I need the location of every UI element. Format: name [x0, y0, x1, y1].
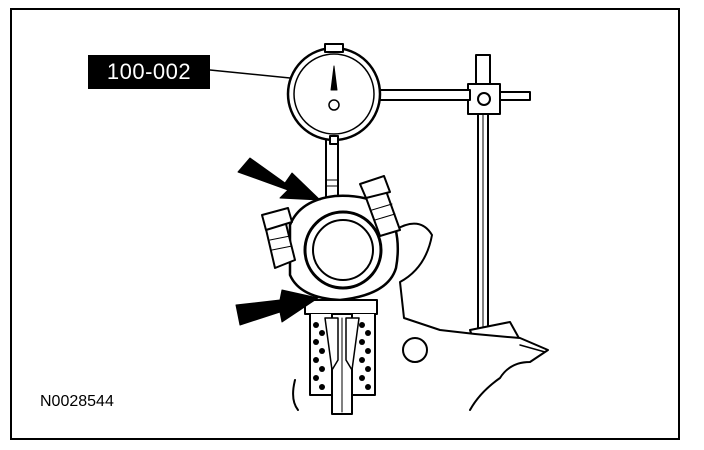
lower-pointer-arrow: [235, 289, 319, 326]
tool-number-callout: 100-002: [88, 55, 210, 89]
gauge-stand: [374, 54, 531, 346]
spring-coils-right: [359, 322, 371, 390]
gauge-needle: [330, 65, 338, 91]
camshaft-roller: [303, 210, 383, 290]
upper-pointer-arrow: [237, 157, 321, 201]
figure-id-label: N0028544: [40, 393, 114, 410]
callout-leader-line: [209, 69, 291, 79]
cylinder-head-casting: [292, 222, 549, 411]
dial-indicator-gauge: [286, 43, 382, 199]
spring-coils-left: [313, 322, 325, 390]
figure-frame: [10, 8, 680, 440]
valve-spring-assembly: [304, 299, 378, 415]
